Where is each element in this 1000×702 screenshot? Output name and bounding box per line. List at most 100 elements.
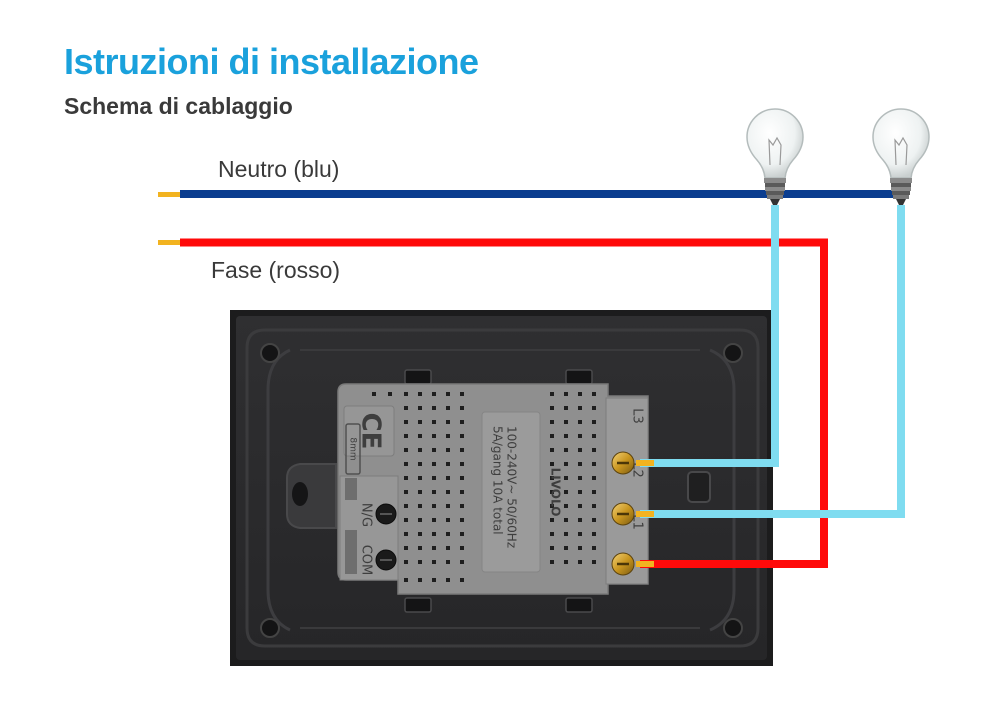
vent-hole	[460, 476, 464, 480]
vent-hole	[564, 504, 568, 508]
vent-hole	[404, 546, 408, 550]
vent-hole	[460, 560, 464, 564]
terminal-screws-right	[611, 451, 635, 576]
vent-hole	[388, 392, 392, 396]
vent-hole	[550, 490, 554, 494]
vent-hole	[372, 392, 376, 396]
vent-hole	[404, 578, 408, 582]
light-bulb-icon	[746, 108, 804, 205]
vent-hole	[418, 476, 422, 480]
vent-hole	[564, 434, 568, 438]
vent-hole	[432, 490, 436, 494]
neutral-wire	[158, 190, 895, 198]
brand-label: LIVOLO	[549, 468, 563, 517]
vent-hole	[578, 406, 582, 410]
vent-hole	[460, 448, 464, 452]
vent-hole	[446, 490, 450, 494]
vent-hole	[404, 560, 408, 564]
phase-wire	[158, 238, 828, 568]
vent-hole	[564, 476, 568, 480]
vent-hole	[592, 434, 596, 438]
vent-hole	[404, 490, 408, 494]
vent-hole	[592, 546, 596, 550]
vent-hole	[446, 578, 450, 582]
vent-hole	[432, 476, 436, 480]
vent-hole	[460, 546, 464, 550]
vent-hole	[432, 420, 436, 424]
vent-hole	[550, 532, 554, 536]
vent-hole	[564, 448, 568, 452]
vent-hole	[550, 546, 554, 550]
vent-hole	[460, 518, 464, 522]
vent-hole	[432, 518, 436, 522]
vent-hole	[550, 560, 554, 564]
vent-hole	[578, 490, 582, 494]
vent-hole	[418, 434, 422, 438]
vent-hole	[592, 420, 596, 424]
vent-hole	[404, 420, 408, 424]
vent-hole	[578, 504, 582, 508]
vent-hole	[446, 448, 450, 452]
strip-length-label: 8mm	[348, 437, 358, 460]
vent-hole	[446, 504, 450, 508]
vent-hole	[578, 434, 582, 438]
rating-text-1: 100-240V~ 50/60Hz	[505, 426, 519, 548]
vent-hole	[578, 546, 582, 550]
vent-hole	[432, 434, 436, 438]
vent-hole	[404, 448, 408, 452]
vent-hole	[592, 406, 596, 410]
vent-hole	[418, 462, 422, 466]
vent-hole	[418, 490, 422, 494]
vent-hole	[578, 392, 582, 396]
vent-hole	[432, 532, 436, 536]
vent-hole	[432, 448, 436, 452]
vent-hole	[564, 490, 568, 494]
vent-hole	[578, 462, 582, 466]
ce-mark: CE	[356, 413, 386, 450]
vent-hole	[446, 532, 450, 536]
load-wire-1	[636, 205, 779, 467]
vent-hole	[446, 546, 450, 550]
vent-hole	[564, 560, 568, 564]
switch-module	[337, 383, 649, 595]
vent-hole	[578, 532, 582, 536]
vent-hole	[404, 392, 408, 396]
vent-hole	[404, 434, 408, 438]
vent-hole	[578, 518, 582, 522]
vent-hole	[550, 434, 554, 438]
vent-hole	[404, 476, 408, 480]
vent-hole	[550, 448, 554, 452]
vent-hole	[592, 560, 596, 564]
vent-hole	[432, 392, 436, 396]
phase-wire-label: Fase (rosso)	[211, 257, 340, 283]
vent-hole	[578, 560, 582, 564]
vent-hole	[460, 462, 464, 466]
vent-hole	[578, 448, 582, 452]
vent-hole	[460, 420, 464, 424]
vent-hole	[446, 476, 450, 480]
vent-hole	[446, 434, 450, 438]
vent-hole	[404, 518, 408, 522]
vent-hole	[460, 578, 464, 582]
vent-hole	[578, 420, 582, 424]
vent-hole	[404, 406, 408, 410]
vent-hole	[418, 518, 422, 522]
vent-hole	[550, 420, 554, 424]
vent-hole	[446, 518, 450, 522]
terminal-screws-left	[345, 478, 397, 574]
vent-hole	[446, 392, 450, 396]
vent-hole	[592, 490, 596, 494]
vent-hole	[564, 420, 568, 424]
vent-hole	[564, 392, 568, 396]
vent-hole	[418, 406, 422, 410]
vent-hole	[592, 392, 596, 396]
vent-hole	[592, 504, 596, 508]
vent-hole	[432, 546, 436, 550]
vent-hole	[418, 504, 422, 508]
vent-hole	[592, 476, 596, 480]
vent-hole	[550, 406, 554, 410]
rating-text-2: 5A/gang 10A total	[491, 426, 505, 535]
page-title: Istruzioni di installazione	[64, 41, 479, 82]
vent-hole	[550, 392, 554, 396]
